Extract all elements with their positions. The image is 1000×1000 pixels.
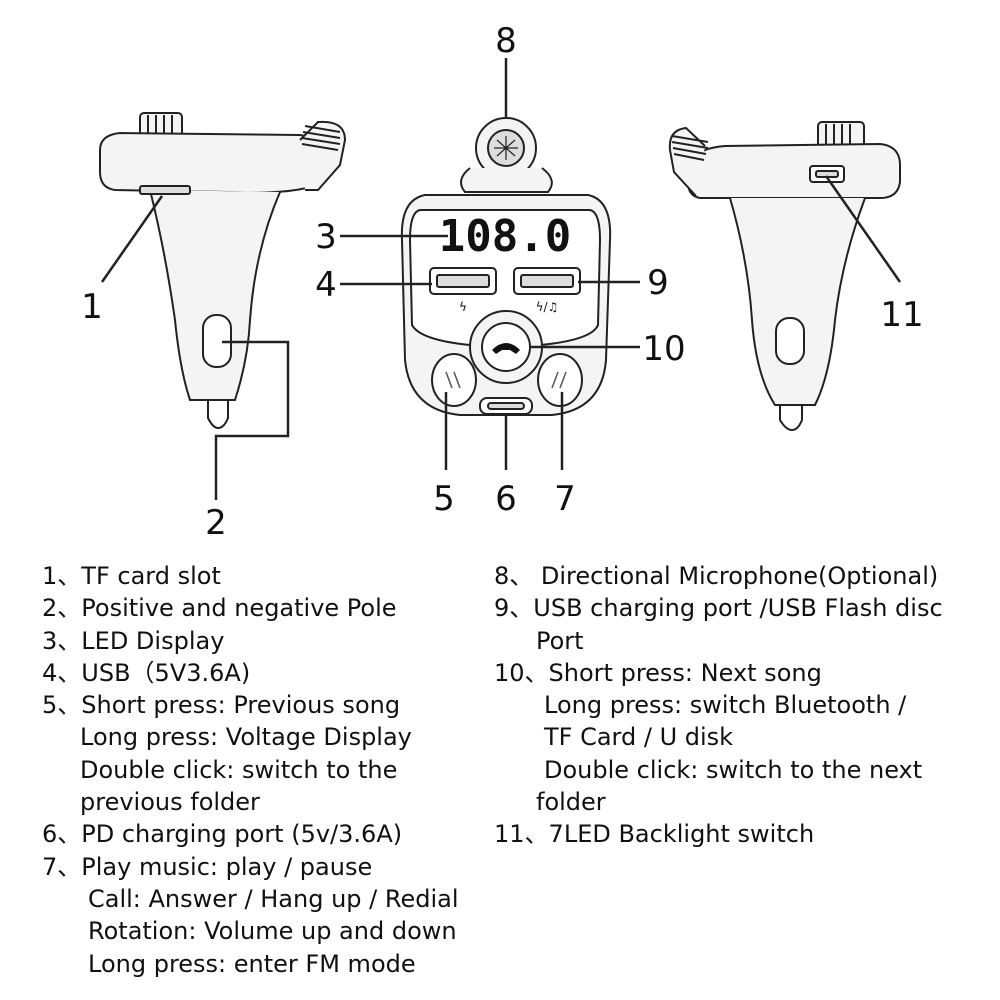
- legend-item-9: 9、USB charging port /USB Flash disc Port: [494, 592, 943, 657]
- legend-text: TF card slot: [81, 562, 221, 590]
- legend-left: 1、TF card slot 2、Positive and negative P…: [42, 560, 459, 980]
- legend-item-4: 4、USB（5V3.6A): [42, 657, 459, 689]
- legend-item-2: 2、Positive and negative Pole: [42, 592, 459, 624]
- callout-5: 5: [433, 479, 455, 519]
- legend-text: Positive and negative Pole: [81, 594, 397, 623]
- callout-6: 6: [495, 479, 517, 519]
- legend-item-7: 7、Play music: play / pause Call: Answer …: [42, 851, 459, 980]
- frequency-display: 108.0: [439, 211, 571, 262]
- legend-text: Double click: switch to the next: [544, 755, 923, 784]
- legend-num: 9、: [494, 594, 534, 623]
- legend-num: 6、: [42, 820, 82, 849]
- left-side-view: [99, 112, 347, 430]
- callout-10: 10: [642, 329, 685, 369]
- callout-11: 11: [880, 295, 923, 335]
- legend-num: 10、: [494, 658, 549, 687]
- leader-lines: [100, 58, 902, 500]
- callout-4: 4: [315, 265, 337, 305]
- legend-num: 1、: [42, 562, 82, 590]
- legend-text: Short press: Previous song: [81, 691, 401, 720]
- legend-num: 2、: [42, 594, 82, 623]
- legend-text: Long press: Voltage Display: [80, 723, 412, 752]
- callout-3: 3: [315, 217, 337, 257]
- legend-text: LED Display: [81, 626, 225, 655]
- legend-item-11: 11、7LED Backlight switch: [494, 818, 943, 850]
- callout-7: 7: [554, 479, 576, 519]
- legend-num: 7、: [42, 852, 82, 881]
- legend-text: Rotation: Volume up and down: [88, 917, 457, 946]
- legend-item-5: 5、Short press: Previous song Long press:…: [42, 689, 459, 818]
- product-diagram: 108.0 ϟ ϟ/♫ 8 1 2 3 4 9 10 5 6 7 11: [81, 21, 923, 543]
- legend-text: folder: [536, 788, 606, 817]
- legend-text: Long press: enter FM mode: [88, 949, 416, 978]
- legend-item-1: 1、TF card slot: [42, 560, 459, 592]
- legend-text: PD charging port (5v/3.6A): [81, 820, 403, 849]
- legend-text: USB（5V3.6A): [81, 658, 251, 687]
- front-view: [400, 117, 612, 416]
- legend-num: 3、: [42, 626, 82, 655]
- legend-text: TF Card / U disk: [544, 723, 734, 752]
- legend-item-10: 10、Short press: Next song Long press: sw…: [494, 657, 943, 818]
- legend-text: Directional Microphone(Optional): [533, 562, 939, 590]
- callout-2: 2: [205, 503, 227, 543]
- phone-icon: [492, 343, 520, 354]
- legend-text: 7LED Backlight switch: [548, 820, 815, 849]
- legend-text: Double click: switch to the: [80, 755, 398, 784]
- usb-left-symbol: ϟ: [459, 300, 467, 314]
- usb-right-symbol: ϟ/♫: [536, 300, 559, 314]
- legend-text: previous folder: [80, 788, 260, 817]
- legend-item-6: 6、PD charging port (5v/3.6A): [42, 818, 459, 850]
- right-side-view: [668, 121, 901, 432]
- callout-9: 9: [647, 263, 669, 303]
- legend-text: USB charging port /USB Flash disc: [533, 594, 943, 623]
- legend-text: Port: [536, 626, 584, 655]
- legend-num: 11、: [494, 820, 549, 849]
- legend-num: 8、: [494, 562, 534, 590]
- legend-text: Play music: play / pause: [81, 852, 373, 881]
- legend-text: Call: Answer / Hang up / Redial: [88, 884, 459, 913]
- legend-text: Short press: Next song: [548, 658, 822, 687]
- legend-right: 8、 Directional Microphone(Optional) 9、US…: [494, 560, 943, 851]
- legend-num: 5、: [42, 691, 82, 720]
- legend-text: Long press: switch Bluetooth /: [544, 691, 907, 720]
- right-button-glyph: [551, 371, 567, 389]
- legend-item-3: 3、LED Display: [42, 625, 459, 657]
- legend-num: 4、: [42, 658, 82, 687]
- legend-item-8: 8、 Directional Microphone(Optional): [494, 560, 943, 592]
- callout-1: 1: [81, 287, 103, 327]
- left-button-glyph: [445, 371, 461, 389]
- callout-8: 8: [495, 21, 517, 61]
